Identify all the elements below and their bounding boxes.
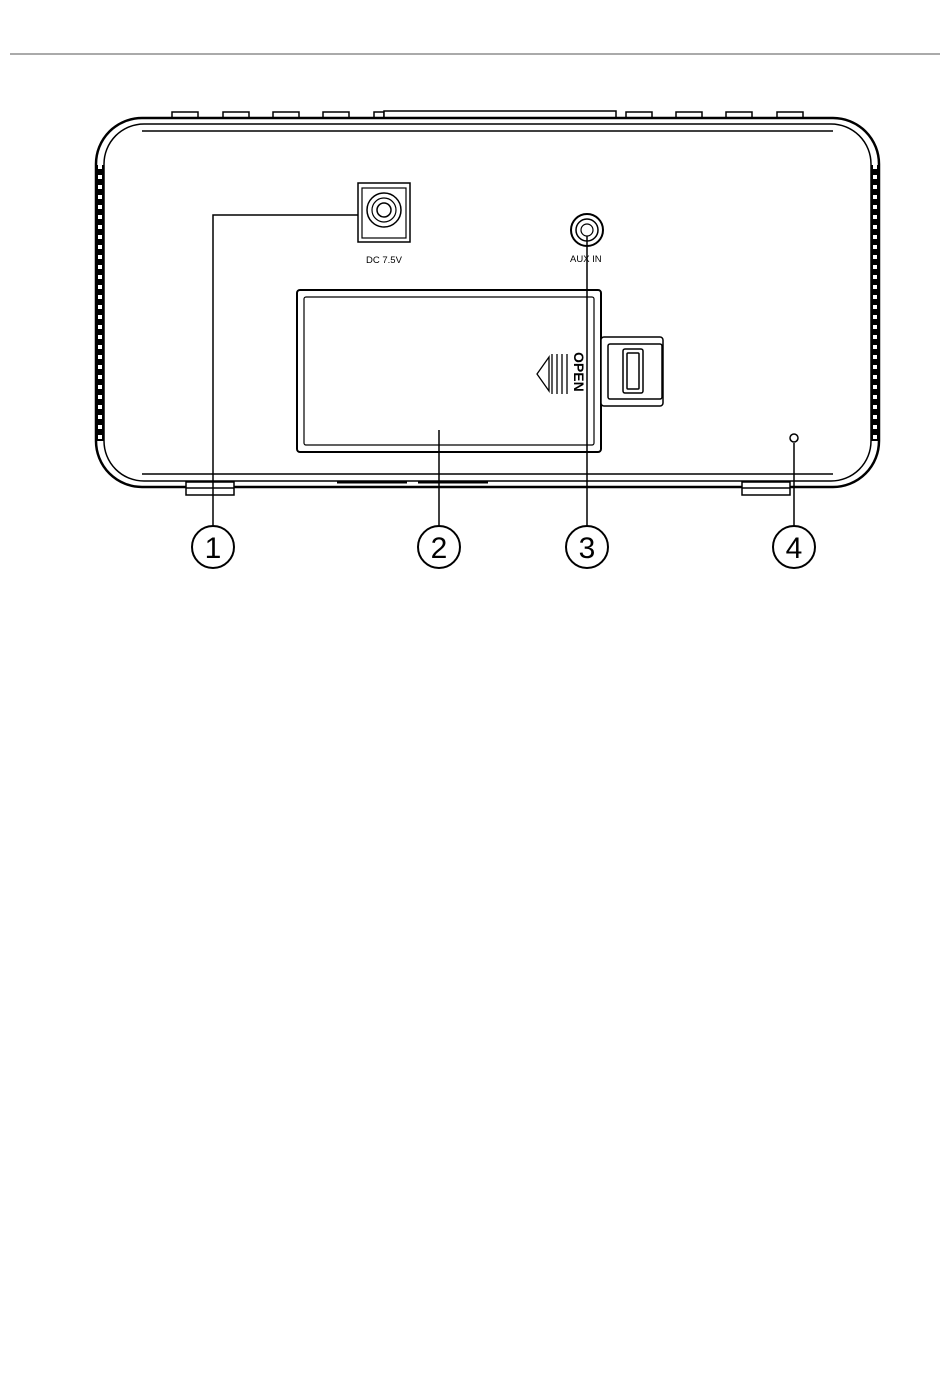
- callout-number: 3: [579, 532, 596, 565]
- callout-4: 4: [773, 526, 815, 568]
- aux-in-label: AUX IN: [570, 254, 602, 265]
- callout-number: 1: [205, 532, 222, 565]
- dc-socket-label: DC 7.5V: [366, 255, 403, 266]
- open-label: OPEN: [571, 352, 587, 392]
- callout-number: 4: [786, 532, 803, 565]
- cover-latch: [601, 337, 663, 406]
- callout-1: 1: [192, 526, 234, 568]
- dc-power-socket: [358, 183, 410, 242]
- callout-number: 2: [431, 532, 448, 565]
- callout-2: 2: [418, 526, 460, 568]
- battery-compartment-cover: [297, 290, 601, 452]
- reset-hole: [790, 434, 798, 442]
- callout-3: 3: [566, 526, 608, 568]
